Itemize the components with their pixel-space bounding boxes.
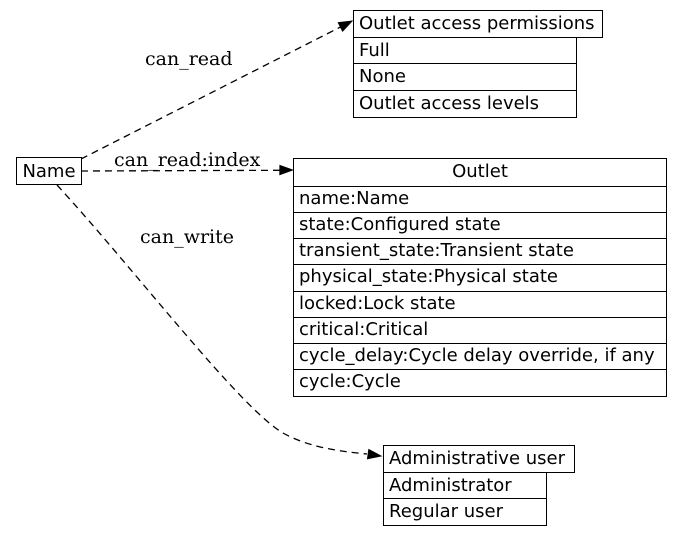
- table-row: cycle:Cycle: [293, 369, 667, 397]
- table-row: None: [353, 63, 577, 92]
- table-row: locked:Lock state: [293, 290, 667, 319]
- table-row: Regular user: [383, 498, 547, 527]
- table-row: state:Configured state: [293, 211, 667, 240]
- name-node: Name: [16, 157, 82, 185]
- edge-label-can-read-index: can_read:index: [114, 149, 261, 171]
- table-row: physical_state:Physical state: [293, 264, 667, 292]
- table-administrative-user: Administrative user Administrator Regula…: [383, 445, 575, 527]
- table-row: Administrator: [383, 471, 547, 500]
- edge-can-write: [56, 184, 368, 455]
- table-row: critical:Critical: [293, 316, 667, 345]
- table-row: cycle_delay:Cycle delay override, if any: [293, 342, 667, 371]
- table-row: name:Name: [293, 185, 667, 214]
- table-title: Administrative user: [383, 445, 575, 473]
- edge-label-can-read: can_read: [145, 48, 233, 70]
- table-row: transient_state:Transient state: [293, 238, 667, 266]
- table-outlet: Outlet name:Name state:Configured state …: [293, 158, 667, 397]
- table-row: Outlet access levels: [353, 90, 577, 119]
- table-row: Full: [353, 36, 577, 65]
- arrowhead-can-read-icon: [337, 20, 354, 32]
- edge-can-read-index: [80, 169, 281, 172]
- arrowhead-can-write-icon: [366, 448, 383, 460]
- table-outlet-access-permissions: Outlet access permissions Full None Outl…: [353, 10, 603, 119]
- table-title: Outlet access permissions: [353, 10, 603, 38]
- table-title: Outlet: [293, 158, 667, 187]
- edge-can-read: [80, 26, 341, 160]
- arrowhead-can-read-index-icon: [279, 164, 294, 176]
- edge-label-can-write: can_write: [140, 226, 235, 248]
